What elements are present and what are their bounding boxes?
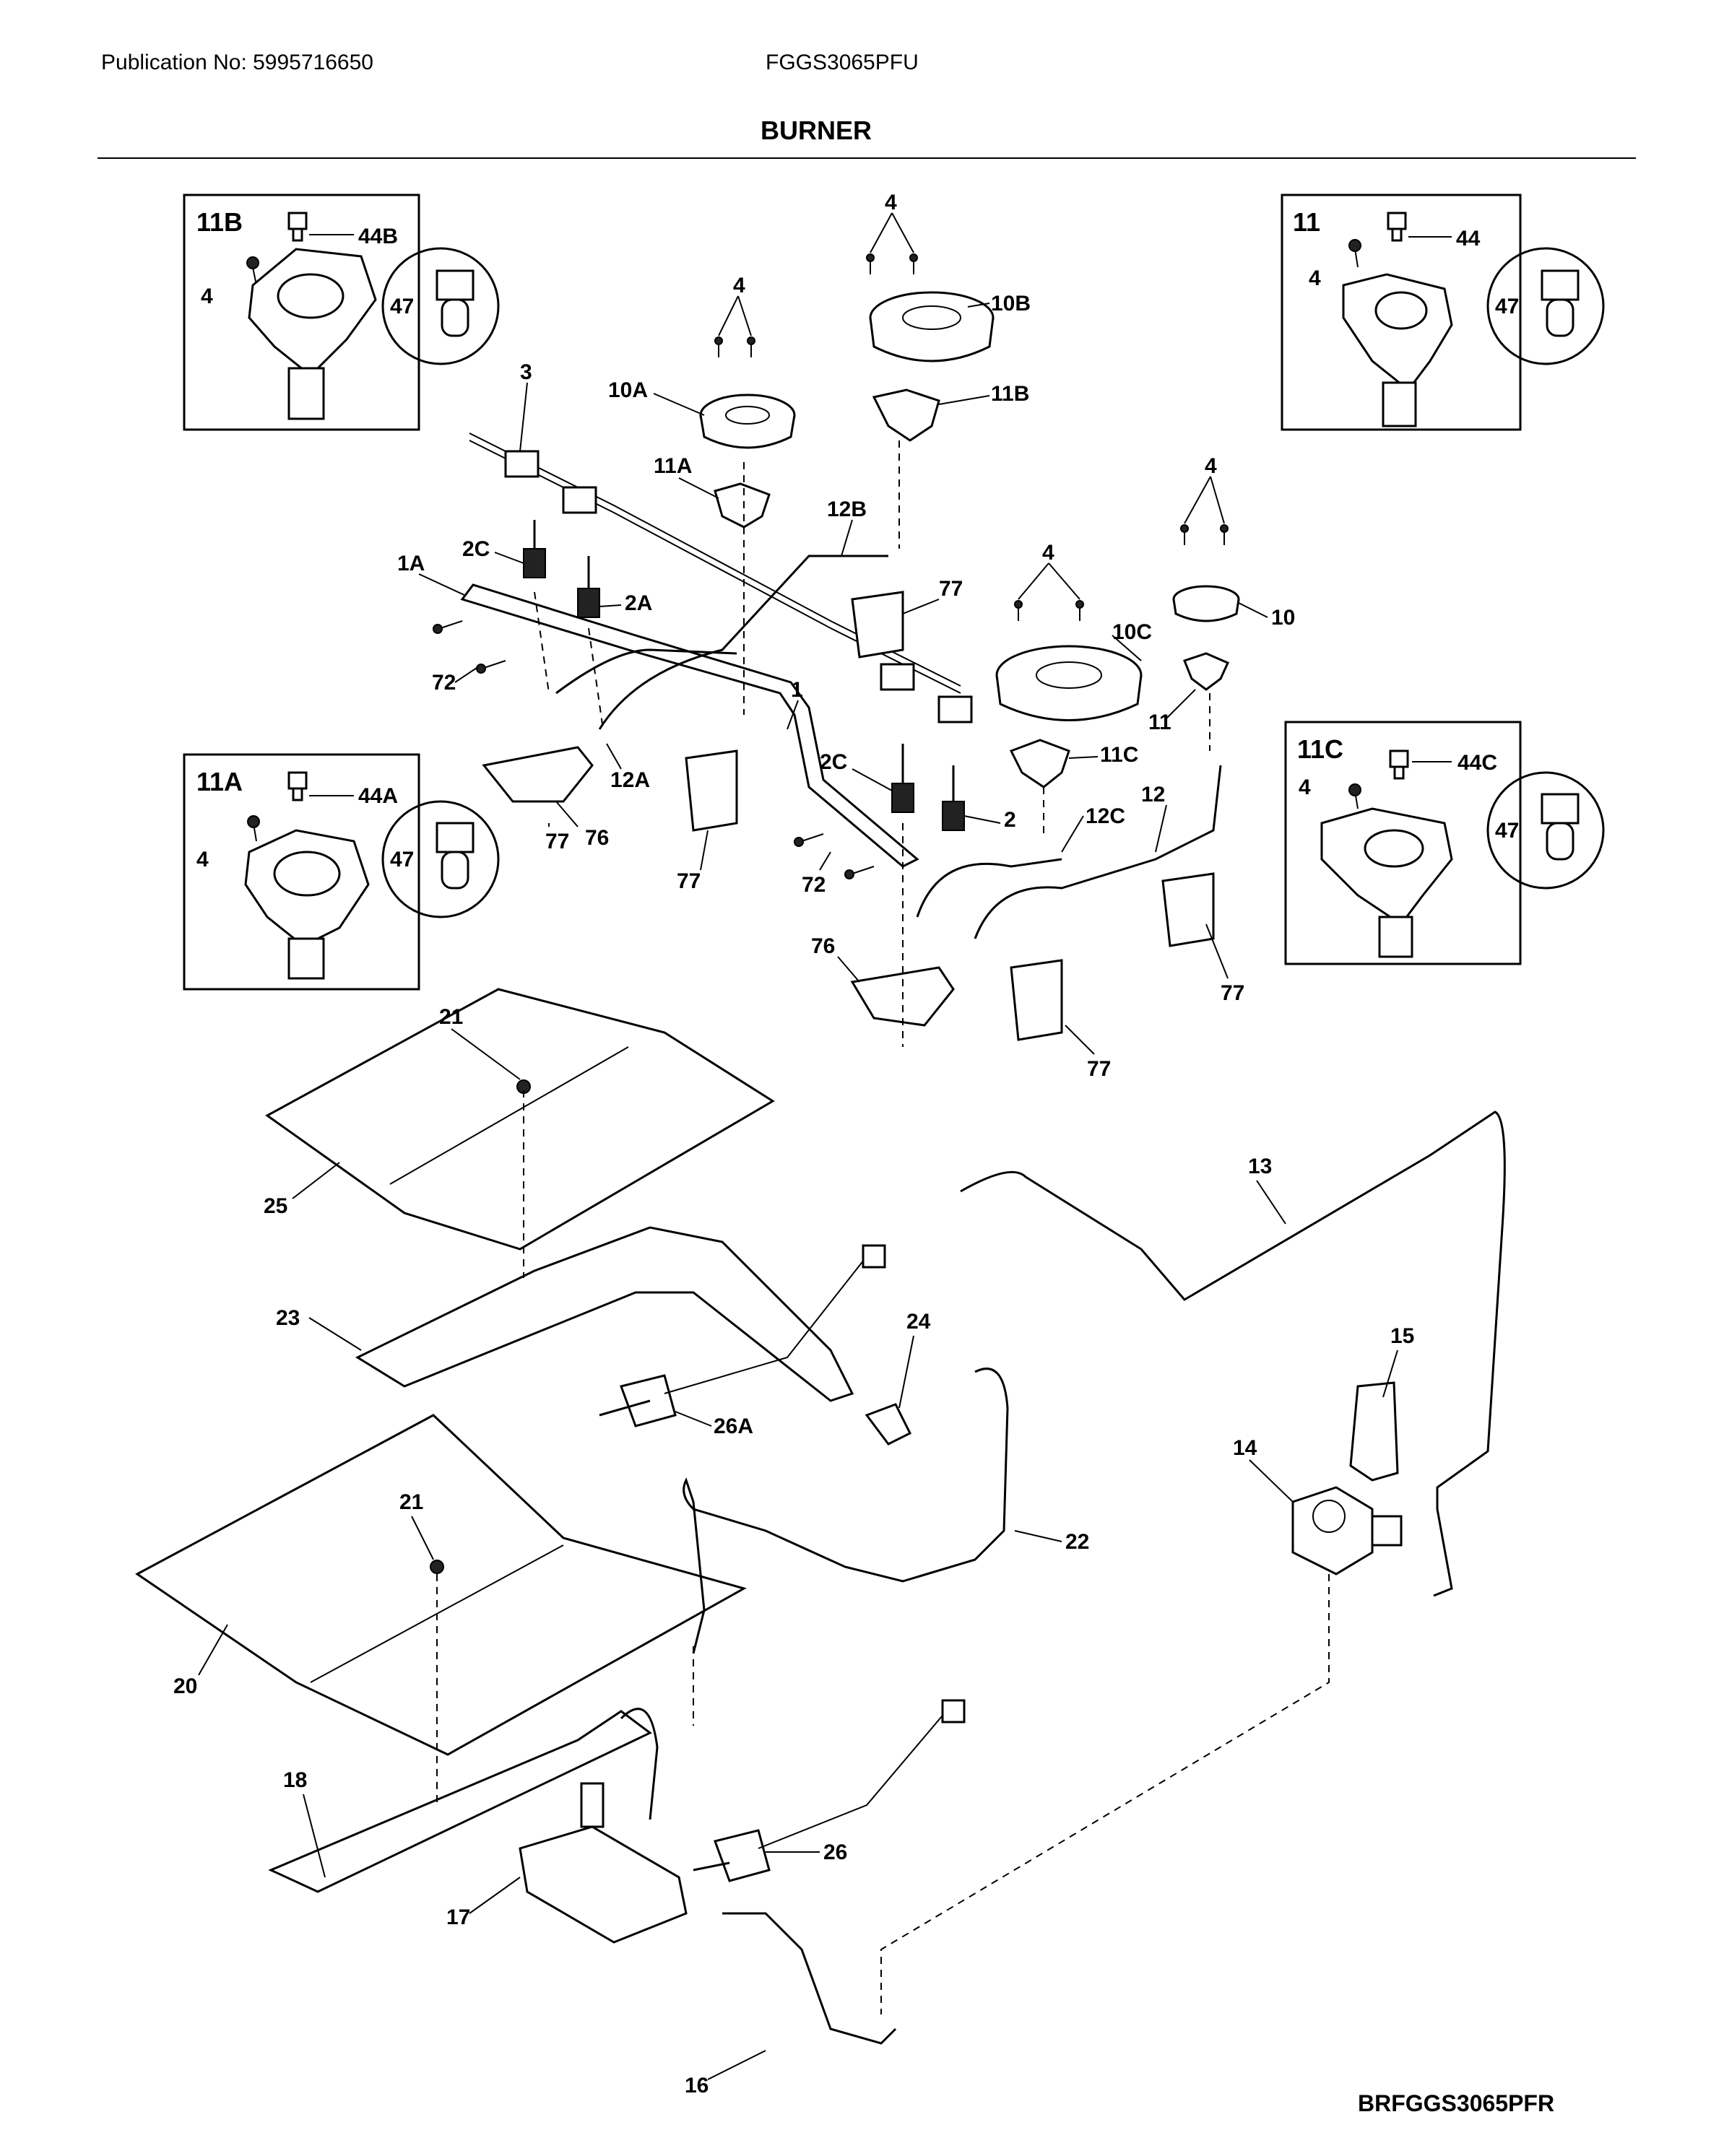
- callout-label: 14: [1233, 1436, 1257, 1460]
- page-title: BURNER: [760, 116, 872, 145]
- callout-label: 77: [939, 577, 963, 601]
- svg-text:44C: 44C: [1457, 751, 1497, 775]
- callout-label: 21: [439, 1005, 463, 1029]
- header-divider: [98, 157, 1636, 159]
- callout-label: 76: [811, 934, 835, 958]
- svg-text:44A: 44A: [358, 784, 398, 808]
- callout-label: 4: [885, 191, 897, 214]
- callout-label: 11C: [1100, 743, 1138, 767]
- callout-label: 22: [1065, 1530, 1089, 1554]
- inset-title: 11B: [196, 207, 243, 237]
- inset-box-11b: 11B 44B 4 47: [183, 194, 500, 431]
- callout-label: 4: [733, 274, 745, 297]
- callout-label: 77: [1221, 981, 1244, 1005]
- callout-label: 11: [1148, 710, 1171, 734]
- callout-label: 18: [283, 1768, 307, 1792]
- callout-label: 2: [1004, 808, 1016, 832]
- callout-label: 2C: [462, 537, 490, 561]
- publication-number: Publication No: 5995716650: [101, 51, 373, 74]
- callout-label: 23: [276, 1306, 300, 1330]
- callout-label: 77: [1087, 1057, 1111, 1081]
- svg-text:47: 47: [390, 848, 414, 871]
- callout-labels: 4 4 4 4 10A 10B 11B 11A 3 12B 77 2C 2A 1…: [173, 191, 1414, 2098]
- callout-label: 10: [1271, 606, 1295, 630]
- model-number: FGGS3065PFU: [766, 51, 919, 74]
- lower-oven-assembly: [135, 988, 1506, 2045]
- drawing-code: BRFGGS3065PFR: [1358, 2090, 1555, 2116]
- callout-label: 77: [545, 830, 569, 853]
- callout-label: 76: [585, 826, 609, 850]
- callout-label: 12: [1141, 783, 1165, 807]
- callout-label: 1A: [397, 552, 425, 575]
- callout-label: 10B: [991, 292, 1031, 316]
- callout-label: 4: [1042, 541, 1054, 565]
- callout-label: 3: [520, 360, 532, 384]
- svg-text:4: 4: [201, 284, 213, 308]
- callout-label: 77: [677, 869, 701, 893]
- callout-label: 25: [264, 1194, 287, 1218]
- callout-label: 13: [1248, 1155, 1272, 1178]
- callout-label: 16: [685, 2074, 709, 2098]
- callout-label: 11B: [991, 382, 1029, 406]
- svg-text:4: 4: [1299, 775, 1311, 799]
- callout-label: 10A: [608, 378, 648, 402]
- upper-burner-assembly: [433, 253, 1240, 1047]
- svg-text:47: 47: [390, 295, 414, 318]
- callout-label: 26: [823, 1840, 847, 1864]
- callout-label: 12C: [1086, 804, 1125, 828]
- callout-label: 12A: [610, 768, 650, 792]
- svg-text:47: 47: [1495, 295, 1519, 318]
- callout-label: 15: [1390, 1324, 1414, 1348]
- callout-label: 11A: [654, 454, 692, 478]
- callout-label: 4: [1205, 454, 1217, 478]
- callout-label: 10C: [1112, 620, 1152, 644]
- callout-label: 2A: [625, 591, 652, 615]
- callout-label: 20: [173, 1674, 197, 1698]
- svg-text:47: 47: [1495, 819, 1519, 843]
- callout-label: 12B: [827, 497, 867, 521]
- inset-title: 11C: [1297, 734, 1343, 764]
- inset-title: 11A: [196, 767, 243, 796]
- inset-box-11a: 11A 44A 4 47: [183, 753, 500, 991]
- callout-label: 72: [432, 671, 456, 695]
- callout-label: 2C: [820, 750, 847, 774]
- callout-label: 1: [791, 678, 803, 702]
- svg-text:44: 44: [1456, 227, 1481, 251]
- inset-box-11c: 11C 44C 4 47: [1284, 721, 1605, 965]
- callout-label: 26A: [714, 1414, 753, 1438]
- callout-label: 72: [802, 873, 826, 897]
- callout-label: 24: [906, 1310, 931, 1334]
- svg-text:44B: 44B: [358, 225, 398, 248]
- inset-box-11: 11 44 4 47: [1281, 194, 1605, 431]
- callout-label: 17: [446, 1905, 470, 1929]
- inset-title: 11: [1293, 207, 1320, 237]
- svg-text:4: 4: [196, 848, 209, 871]
- svg-text:4: 4: [1309, 266, 1321, 290]
- callout-label: 21: [399, 1490, 423, 1514]
